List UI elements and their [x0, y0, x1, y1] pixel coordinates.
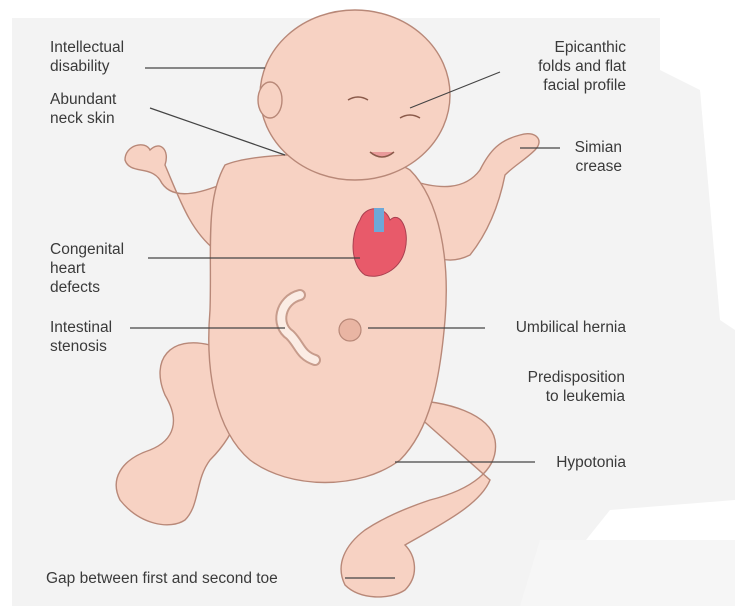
- label-gap-between-toes: Gap between first and second toe: [46, 569, 278, 588]
- background-panel-lower: [520, 540, 735, 606]
- ear: [258, 82, 282, 118]
- torso: [209, 154, 446, 482]
- head: [260, 10, 450, 180]
- label-predisposition-leukemia: Predisposition to leukemia: [528, 368, 625, 406]
- label-simian-crease: Simian crease: [575, 138, 622, 176]
- label-epicanthic-folds: Epicanthic folds and flat facial profile: [538, 38, 626, 95]
- label-intellectual-disability: Intellectual disability: [50, 38, 124, 76]
- label-intestinal-stenosis: Intestinal stenosis: [50, 318, 112, 356]
- label-abundant-neck-skin: Abundant neck skin: [50, 90, 116, 128]
- label-congenital-heart-defects: Congenital heart defects: [50, 240, 124, 297]
- label-hypotonia: Hypotonia: [556, 453, 626, 472]
- label-umbilical-hernia: Umbilical hernia: [516, 318, 626, 337]
- navel-icon: [339, 319, 361, 341]
